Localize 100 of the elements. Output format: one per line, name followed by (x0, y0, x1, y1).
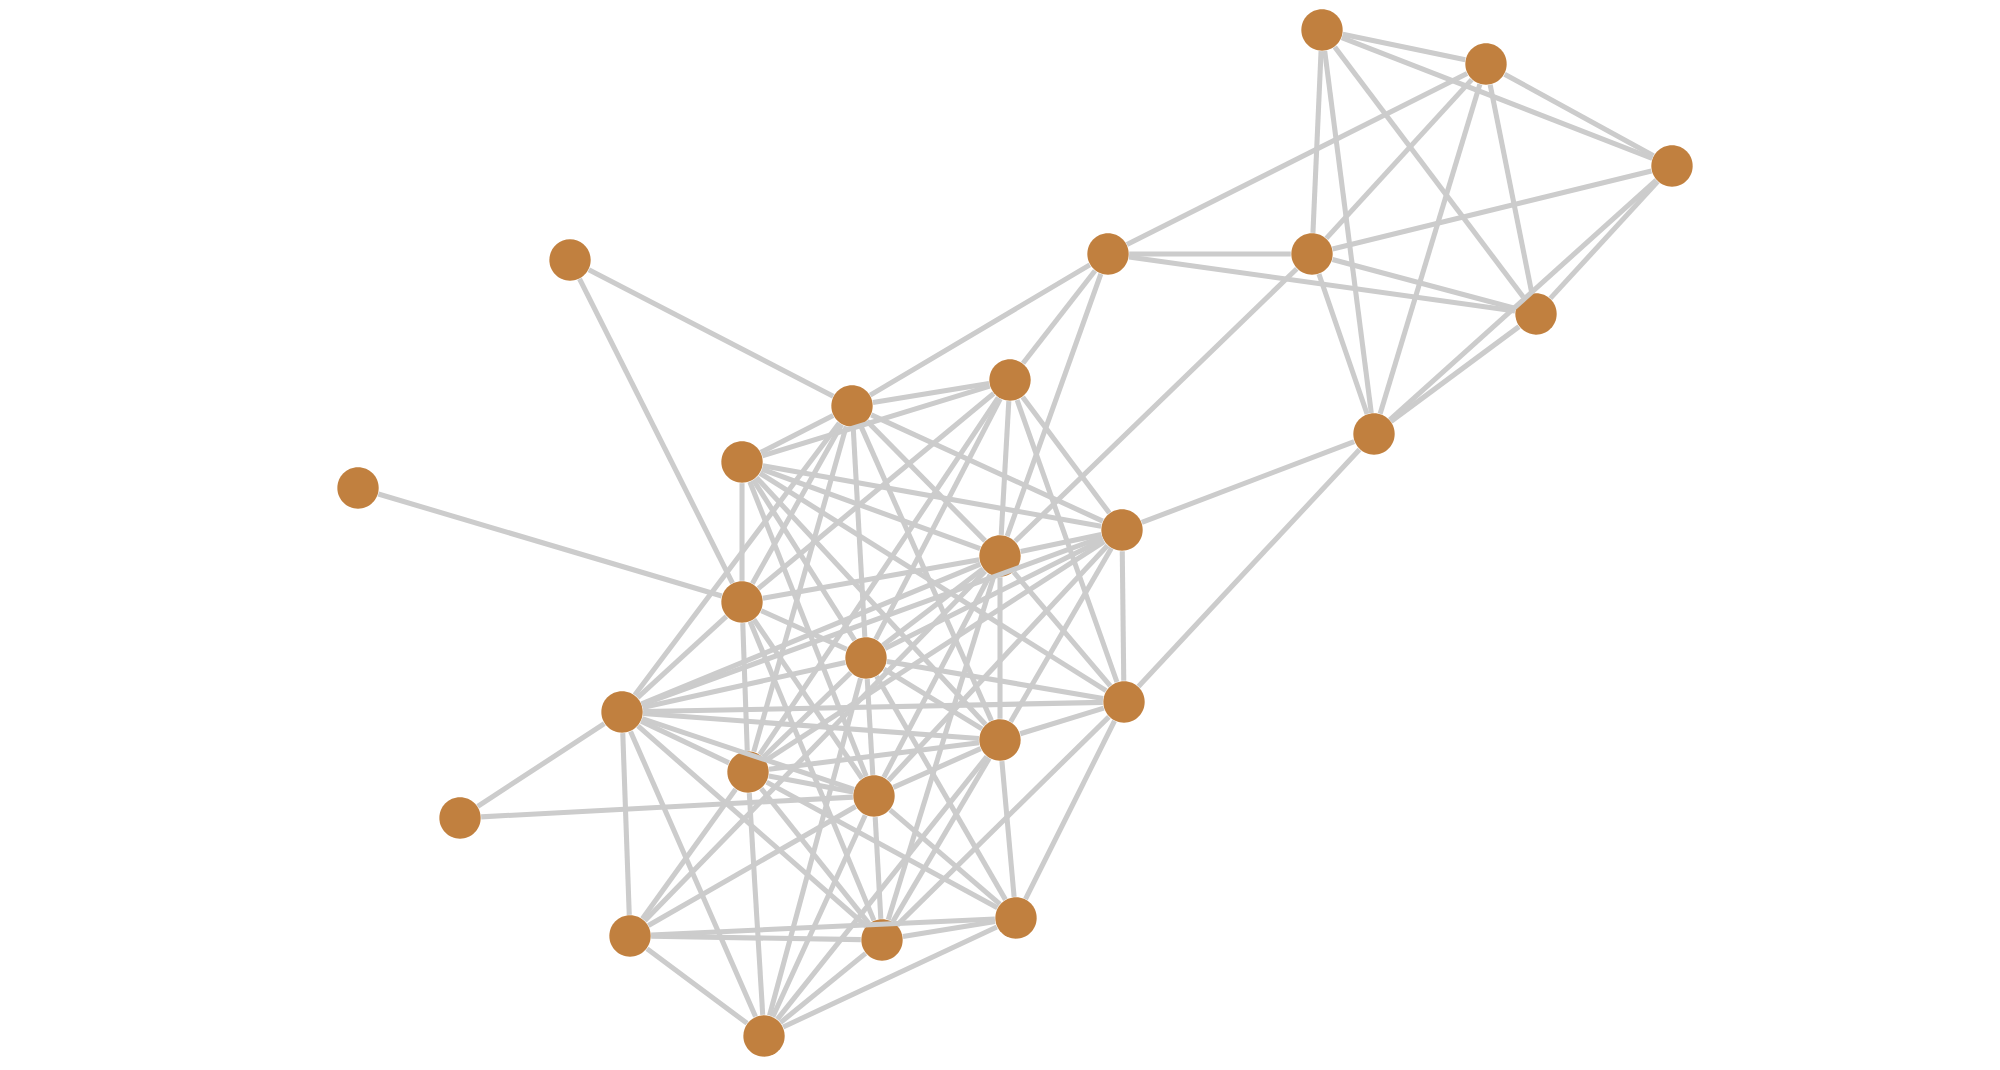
node-circle (337, 467, 379, 509)
connector-line (1019, 705, 1105, 737)
connector-line (640, 787, 738, 921)
connector-line (870, 412, 1104, 524)
connector-line (864, 679, 876, 775)
node-circle (979, 535, 1021, 577)
connector-line (1548, 179, 1660, 301)
node-circle (1087, 233, 1129, 275)
node-circle (549, 239, 591, 281)
connector-line (754, 475, 988, 727)
connector-line (1140, 439, 1356, 525)
connector-line (587, 267, 835, 399)
connector-line (747, 620, 877, 922)
connector-line (775, 755, 989, 1021)
connector-line (1316, 273, 1370, 415)
connector-line (756, 391, 996, 591)
node-circle (995, 897, 1037, 939)
connector-line (1389, 324, 1521, 424)
connector-line (751, 425, 849, 753)
node-circle (845, 637, 887, 679)
node-circle (439, 797, 481, 839)
connector-line (1322, 50, 1374, 414)
connector-line (645, 946, 749, 1026)
connector-line (641, 716, 855, 792)
node-circle (1465, 43, 1507, 85)
connector-line (1503, 71, 1655, 159)
connector-line (1324, 77, 1474, 241)
connector-line (1004, 273, 1104, 537)
connector-line (1008, 547, 1114, 723)
connector-line (635, 614, 729, 700)
connector-line (647, 804, 857, 928)
node-circle (1515, 293, 1557, 335)
connector-line (767, 677, 863, 1017)
connector-line (643, 569, 988, 923)
connector-line (770, 814, 868, 1018)
connector-line (1310, 51, 1324, 233)
connector-line (577, 277, 735, 585)
connector-line (778, 951, 868, 1025)
node-circle (721, 441, 763, 483)
connector-line (1342, 31, 1466, 63)
connector-line (998, 401, 1012, 535)
connector-line (883, 537, 1105, 651)
connector-line (651, 933, 861, 943)
connector-line (758, 471, 1108, 693)
connector-line (762, 463, 1102, 529)
connector-line (1377, 83, 1483, 415)
connector-line (1340, 35, 1654, 161)
connector-line (740, 623, 750, 751)
node-circle (743, 1015, 785, 1057)
node-circle (721, 581, 763, 623)
connector-line (759, 786, 871, 925)
connector-line (739, 483, 745, 581)
connector-line (1129, 251, 1291, 257)
node-circle (1353, 413, 1395, 455)
connector-line (747, 480, 869, 778)
connector-line (762, 557, 980, 601)
connector-line (643, 699, 1103, 715)
connector-line (885, 575, 997, 921)
connector-line (999, 760, 1017, 898)
connector-line (476, 721, 606, 809)
connector-line (873, 397, 1003, 641)
connector-line (640, 718, 730, 766)
connector-line (1011, 570, 1113, 688)
node-circle (989, 359, 1031, 401)
connector-line (881, 566, 985, 648)
node-circle (1651, 145, 1693, 187)
connector-line (1332, 168, 1652, 252)
connector-line (1136, 447, 1362, 689)
connector-line (997, 577, 1003, 719)
connector-line (1021, 269, 1097, 365)
connector-line (1014, 399, 1120, 683)
connector-line (782, 924, 998, 1030)
node-circle (609, 915, 651, 957)
connector-line (761, 466, 981, 552)
connector-line (892, 746, 982, 790)
connector-line (1013, 266, 1299, 544)
connector-line (1487, 84, 1535, 294)
node-circle (601, 691, 643, 733)
connector-line (768, 740, 980, 772)
connector-line (760, 608, 848, 652)
node-circle (1291, 233, 1333, 275)
node-circle (1103, 681, 1145, 723)
connector-line (1388, 178, 1658, 422)
node-circle (1101, 509, 1143, 551)
connector-line (761, 670, 853, 760)
connector-line (874, 675, 1008, 901)
connector-line (750, 423, 844, 585)
connector-line (642, 711, 980, 741)
connector-line (872, 817, 884, 919)
connector-line (1020, 531, 1102, 555)
connector-line (620, 733, 632, 915)
connector-line (765, 779, 999, 911)
connector-line (642, 660, 846, 710)
connector-line (628, 730, 758, 1018)
connector-line (1125, 71, 1469, 247)
connector-line (1020, 395, 1112, 515)
connector-line (858, 424, 994, 722)
connector-line (651, 916, 995, 938)
connector-line (886, 659, 1104, 701)
connector-line (757, 396, 1001, 756)
